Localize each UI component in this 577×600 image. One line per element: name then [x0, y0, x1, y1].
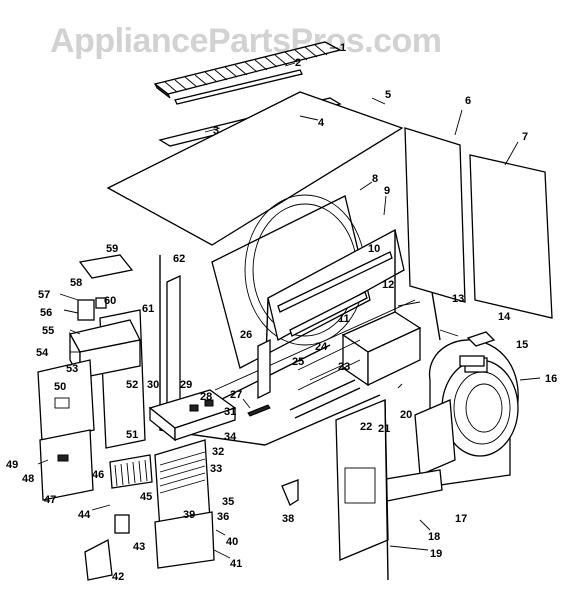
callout-45: 45: [140, 491, 152, 503]
callout-40: 40: [226, 536, 238, 548]
callout-23: 23: [338, 361, 350, 373]
callout-38: 38: [282, 513, 294, 525]
part-39-grille-front: [154, 439, 211, 531]
callout-53: 53: [66, 363, 78, 375]
part-19-access-door: [335, 399, 389, 581]
callout-20: 20: [400, 409, 412, 421]
callout-28: 28: [200, 391, 212, 403]
part-48-grille: [39, 429, 94, 501]
callout-32: 32: [212, 446, 224, 458]
part-6-side-panel: [404, 127, 466, 303]
callout-30: 30: [147, 379, 159, 391]
callout-48: 48: [22, 473, 34, 485]
callout-59: 59: [106, 243, 118, 255]
callout-41: 41: [230, 558, 242, 570]
part-28-34-drain-tray: [148, 389, 237, 442]
part-2-strip: [174, 69, 303, 105]
callout-47: 47: [44, 494, 56, 506]
part-50-panel: [37, 359, 95, 443]
callout-18: 18: [428, 531, 440, 543]
callout-labels: 1 2 3 4 5 6 7 8 9 10 11 12 13 14 15 16 1…: [6, 42, 557, 583]
callout-24: 24: [315, 341, 328, 353]
part-58-switch: [77, 297, 107, 321]
callout-22: 22: [360, 421, 372, 433]
callout-58: 58: [70, 277, 82, 289]
callout-15: 15: [516, 339, 528, 351]
callout-60: 60: [104, 295, 116, 307]
callout-5: 5: [385, 89, 391, 101]
watermark: AppliancePartsPros.com: [50, 22, 441, 60]
callout-1: 1: [340, 42, 346, 54]
part-1-top-grille: [153, 41, 342, 99]
callout-36: 36: [217, 511, 229, 523]
part-14-cap: [466, 331, 496, 347]
callout-9: 9: [384, 185, 390, 197]
callout-12: 12: [382, 279, 394, 291]
callout-35: 35: [222, 496, 234, 508]
part-9-coil-panel: [264, 229, 405, 393]
part-27-strip: [247, 404, 271, 417]
callout-31: 31: [224, 406, 236, 418]
callout-52: 52: [126, 379, 138, 391]
inner-coil-assembly: [289, 311, 422, 419]
callout-27: 27: [230, 389, 242, 401]
callout-61: 61: [142, 303, 154, 315]
callout-7: 7: [522, 131, 528, 143]
callout-46: 46: [92, 469, 104, 481]
part-38-bracket: [281, 479, 299, 506]
callout-3: 3: [213, 125, 219, 137]
callout-55: 55: [42, 325, 54, 337]
part-41-plate: [154, 511, 215, 569]
callout-4: 4: [318, 117, 325, 129]
callout-19: 19: [430, 548, 442, 560]
callout-26: 26: [240, 329, 252, 341]
part-7-side-panel: [469, 154, 553, 319]
callout-50: 50: [54, 381, 66, 393]
callout-44: 44: [78, 509, 91, 521]
part-16-blower-assembly: [414, 339, 519, 486]
part-43-clip: [114, 514, 130, 534]
part-18-base: [379, 469, 443, 503]
callout-39: 39: [183, 509, 195, 521]
callout-54: 54: [36, 347, 49, 359]
part-26-post: [257, 338, 271, 400]
callout-8: 8: [372, 173, 378, 185]
callout-34: 34: [224, 431, 237, 443]
callout-14: 14: [498, 311, 511, 323]
part-42-foot: [84, 538, 113, 581]
callout-21: 21: [378, 423, 390, 435]
callout-16: 16: [545, 373, 557, 385]
part-46-louver: [109, 454, 153, 489]
part-53-55-54-box: [69, 319, 141, 381]
callout-62: 62: [173, 253, 185, 265]
callout-6: 6: [465, 95, 471, 107]
callout-42: 42: [112, 571, 124, 583]
callout-13: 13: [452, 293, 464, 305]
callout-2: 2: [295, 57, 301, 69]
part-59-cover: [78, 254, 134, 279]
callout-56: 56: [40, 307, 52, 319]
callout-33: 33: [210, 463, 222, 475]
leader-lines: [37, 47, 541, 559]
part-15-bracket: [459, 355, 485, 367]
callout-57: 57: [38, 289, 50, 301]
callout-29: 29: [180, 379, 192, 391]
part-5-top-panel: [106, 91, 404, 246]
callout-51: 51: [126, 429, 138, 441]
callout-43: 43: [133, 541, 145, 553]
callout-17: 17: [455, 513, 467, 525]
callout-25: 25: [292, 356, 304, 368]
callout-10: 10: [368, 243, 380, 255]
callout-11: 11: [338, 313, 350, 325]
callout-49: 49: [6, 459, 18, 471]
